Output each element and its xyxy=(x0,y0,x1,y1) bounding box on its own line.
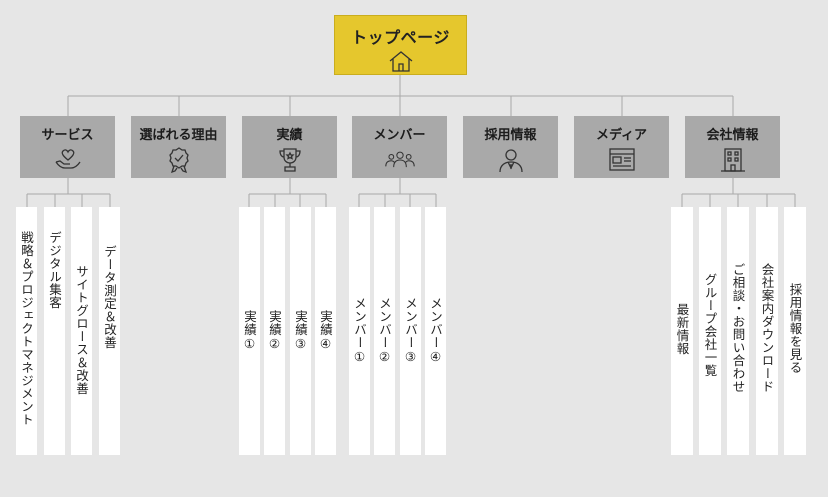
award-badge-icon xyxy=(169,147,189,173)
group-icon xyxy=(385,151,415,168)
building-icon xyxy=(721,148,745,172)
result-item-label: 実績④ xyxy=(318,310,333,352)
service-item[interactable]: サイトグロース＆改善 xyxy=(71,207,92,455)
service-item-label: サイトグロース＆改善 xyxy=(74,265,89,395)
service-item[interactable]: データ測定＆改善 xyxy=(99,207,120,455)
result-item-label: 実績③ xyxy=(293,310,308,352)
category-label: 実績 xyxy=(276,128,303,143)
category-services[interactable]: サービス xyxy=(20,116,115,178)
top-page-label: トップページ xyxy=(351,28,450,47)
member-item[interactable]: メンバー③ xyxy=(400,207,421,455)
company-item-label: 最新情報 xyxy=(674,303,690,355)
home-icon xyxy=(389,51,413,72)
service-item-label: 戦略＆プロジェクトマネジメント xyxy=(19,231,34,426)
company-item[interactable]: ご相談・お問い合わせ xyxy=(727,207,749,455)
result-item[interactable]: 実績④ xyxy=(315,207,336,455)
category-label: メディア xyxy=(595,128,648,143)
company-item-label: グループ会社一覧 xyxy=(702,273,718,377)
service-item-label: データ測定＆改善 xyxy=(102,245,117,349)
service-item[interactable]: デジタル集客 xyxy=(44,207,65,455)
category-label: 会社情報 xyxy=(706,128,759,143)
media-browser-icon xyxy=(609,148,635,171)
member-item-label: メンバー① xyxy=(352,297,367,365)
company-item[interactable]: 会社案内ダウンロード xyxy=(756,207,778,455)
category-results[interactable]: 実績 xyxy=(242,116,337,178)
member-item-label: メンバー③ xyxy=(403,297,418,365)
category-recruit[interactable]: 採用情報 xyxy=(463,116,558,178)
result-item[interactable]: 実績① xyxy=(239,207,260,455)
company-item[interactable]: グループ会社一覧 xyxy=(699,207,721,455)
result-item[interactable]: 実績③ xyxy=(290,207,311,455)
company-item-label: ご相談・お問い合わせ xyxy=(730,263,746,393)
trophy-icon xyxy=(279,148,301,172)
member-item[interactable]: メンバー④ xyxy=(425,207,446,455)
result-item-label: 実績② xyxy=(267,310,282,352)
category-media[interactable]: メディア xyxy=(574,116,669,178)
service-item-label: デジタル集客 xyxy=(47,231,62,309)
company-item-label: 採用情報を見る xyxy=(787,283,803,374)
category-label: サービス xyxy=(41,128,94,143)
category-label: 選ばれる理由 xyxy=(139,128,218,143)
category-company[interactable]: 会社情報 xyxy=(685,116,780,178)
result-item[interactable]: 実績② xyxy=(264,207,285,455)
member-item[interactable]: メンバー① xyxy=(349,207,370,455)
category-label: 採用情報 xyxy=(484,128,537,143)
heart-hand-icon xyxy=(55,149,81,169)
category-label: メンバー xyxy=(373,128,426,143)
member-item-label: メンバー④ xyxy=(428,297,443,365)
top-page-node[interactable]: トップページ xyxy=(334,15,467,75)
category-members[interactable]: メンバー xyxy=(352,116,447,178)
company-item-label: 会社案内ダウンロード xyxy=(759,263,775,393)
service-item[interactable]: 戦略＆プロジェクトマネジメント xyxy=(16,207,37,455)
member-item-label: メンバー② xyxy=(377,297,392,365)
result-item-label: 実績① xyxy=(242,310,257,352)
member-item[interactable]: メンバー② xyxy=(374,207,395,455)
category-reasons[interactable]: 選ばれる理由 xyxy=(131,116,226,178)
company-item[interactable]: 採用情報を見る xyxy=(784,207,806,455)
person-suit-icon xyxy=(499,149,523,173)
company-item[interactable]: 最新情報 xyxy=(671,207,693,455)
